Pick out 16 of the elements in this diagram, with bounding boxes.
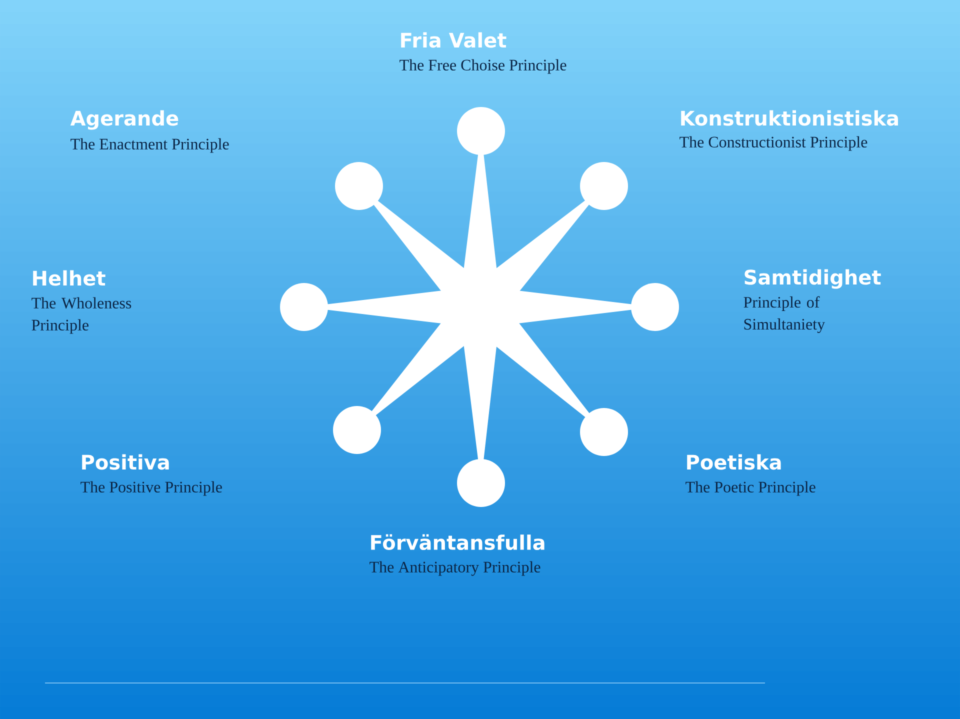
description: The Constructionist Principle (680, 136, 868, 151)
heading: Samtidighet (744, 269, 881, 289)
description: The Enactment Principle (70, 138, 229, 153)
heading: Agerande (70, 110, 178, 130)
description: The Poetic Principle (686, 481, 816, 496)
description: Principle of Simultaniety (744, 296, 826, 333)
description: The Anticipatory Principle (370, 561, 540, 576)
description: The Positive Principle (80, 481, 222, 496)
heading: Poetiska (687, 454, 781, 470)
description: The Free Choise Principle (400, 59, 566, 74)
heading: Helhet (33, 270, 106, 286)
heading: Positiva (82, 454, 169, 470)
description: The Wholeness Principle (32, 297, 132, 334)
heading: Fria Valet (401, 32, 506, 48)
heading: Konstruktionistiska (681, 110, 898, 126)
heading: Förväntansfulla (371, 534, 544, 550)
